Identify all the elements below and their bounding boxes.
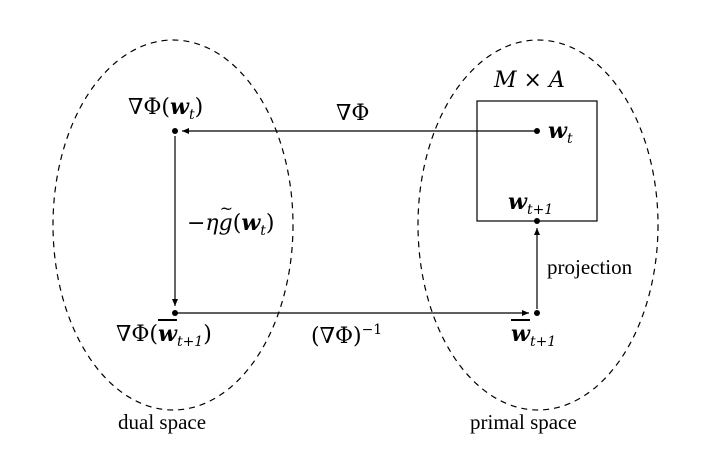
dual-space-ellipse: [52, 39, 294, 411]
label-constraint-set: M × A: [494, 68, 565, 93]
label-wt1: wt+1: [508, 189, 554, 218]
label-gradient-step: −ηg(wt): [187, 201, 275, 238]
node-dot-grad-wt: [172, 128, 178, 134]
node-dot-grad-wbar: [172, 310, 178, 316]
label-grad-phi-edge: ∇Φ: [336, 101, 370, 126]
node-dot-wt1: [534, 218, 540, 224]
node-dot-wbar: [534, 310, 540, 316]
label-dual-space: dual space: [118, 410, 207, 434]
label-wt: wt: [548, 118, 573, 147]
label-projection: projection: [547, 255, 633, 279]
label-grad-phi-wt: ∇Φ(wt): [128, 94, 204, 123]
label-grad-phi-wbar: ∇Φ(wt+1): [116, 321, 212, 350]
primal-space-ellipse: [417, 39, 659, 411]
label-inverse-map: (∇Φ)−1: [311, 322, 383, 349]
label-wbar: wt+1: [511, 321, 557, 350]
node-dot-wt: [534, 128, 540, 134]
label-primal-space: primal space: [470, 410, 577, 434]
